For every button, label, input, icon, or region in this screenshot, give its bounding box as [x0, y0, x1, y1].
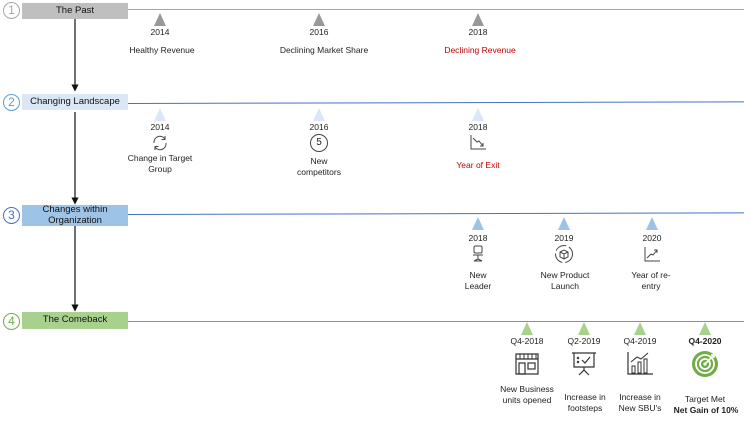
milestone-year: 2018: [468, 122, 488, 132]
milestone-year: Q2-2019: [567, 336, 601, 346]
step-number-1: 1: [3, 2, 20, 19]
milestone-year: 2018: [468, 233, 488, 243]
milestone-year: 2020: [642, 233, 662, 243]
step-number-2: 2: [3, 94, 20, 111]
milestone-marker: [313, 13, 325, 26]
milestone-marker: [521, 322, 533, 335]
milestone-label: New Leader: [464, 270, 492, 291]
milestone-highlight: Net Gain of 10%: [673, 405, 739, 415]
milestone-label: Year of Exit: [456, 160, 500, 170]
milestone-label: Increase in footsteps: [564, 392, 606, 413]
timeline-line-comeback: [128, 321, 744, 322]
milestone-label: Increase in New SBU's: [618, 392, 662, 413]
milestone-marker: [699, 322, 711, 335]
milestone-marker: [578, 322, 590, 335]
milestone-year: 2018: [468, 27, 488, 37]
refresh-icon: [153, 135, 167, 151]
milestone-year: Q4-2018: [510, 336, 544, 346]
milestone-marker: [154, 13, 166, 26]
milestone-label: New competitors: [297, 156, 341, 177]
bar-chart-icon: [627, 352, 653, 375]
milestone-year: 2016: [309, 27, 329, 37]
phase-box-changes-within-organization: Changes within Organization: [22, 204, 128, 226]
milestone-label: Year of re-entry: [631, 270, 671, 291]
number-five-icon: 5: [310, 134, 328, 152]
milestone-marker: [558, 217, 570, 230]
storefront-icon: [515, 353, 539, 375]
presentation-board-icon: [572, 352, 596, 376]
milestone-label: Healthy Revenue: [129, 45, 195, 55]
milestone-marker: [472, 217, 484, 230]
growth-chart-icon: [644, 247, 660, 262]
timeline-line-past: [128, 9, 744, 10]
milestone-label: Change in Target Group: [127, 153, 193, 174]
milestone-label: Declining Revenue: [444, 45, 516, 55]
milestone-label: New Product Launch: [540, 270, 590, 291]
milestone-marker: [472, 13, 484, 26]
milestone-year: 2019: [554, 233, 574, 243]
milestone-marker: [646, 217, 658, 230]
milestone-marker: [313, 108, 325, 121]
step-number-3: 3: [3, 207, 20, 224]
milestone-year: 2014: [150, 122, 170, 132]
milestone-label: Declining Market Share: [279, 45, 369, 55]
milestone-year: 2016: [309, 122, 329, 132]
phase-box-changing-landscape: Changing Landscape: [22, 94, 128, 110]
decline-chart-icon: [470, 135, 486, 150]
phase-box-the-past: The Past: [22, 3, 128, 19]
office-chair-icon: [473, 245, 483, 262]
phase-box-the-comeback: The Comeback: [22, 312, 128, 329]
milestone-marker: [154, 108, 166, 121]
milestone-label: New Business units opened: [500, 384, 554, 405]
milestone-year: Q4-2019: [623, 336, 657, 346]
milestone-year: 2014: [150, 27, 170, 37]
product-box-icon: [555, 245, 573, 263]
milestone-label: Target Met: [684, 394, 726, 404]
milestone-marker: [634, 322, 646, 335]
milestone-marker: [472, 108, 484, 121]
milestone-year: Q4-2020: [688, 336, 722, 346]
step-number-4: 4: [3, 313, 20, 330]
target-icon: [692, 351, 718, 377]
